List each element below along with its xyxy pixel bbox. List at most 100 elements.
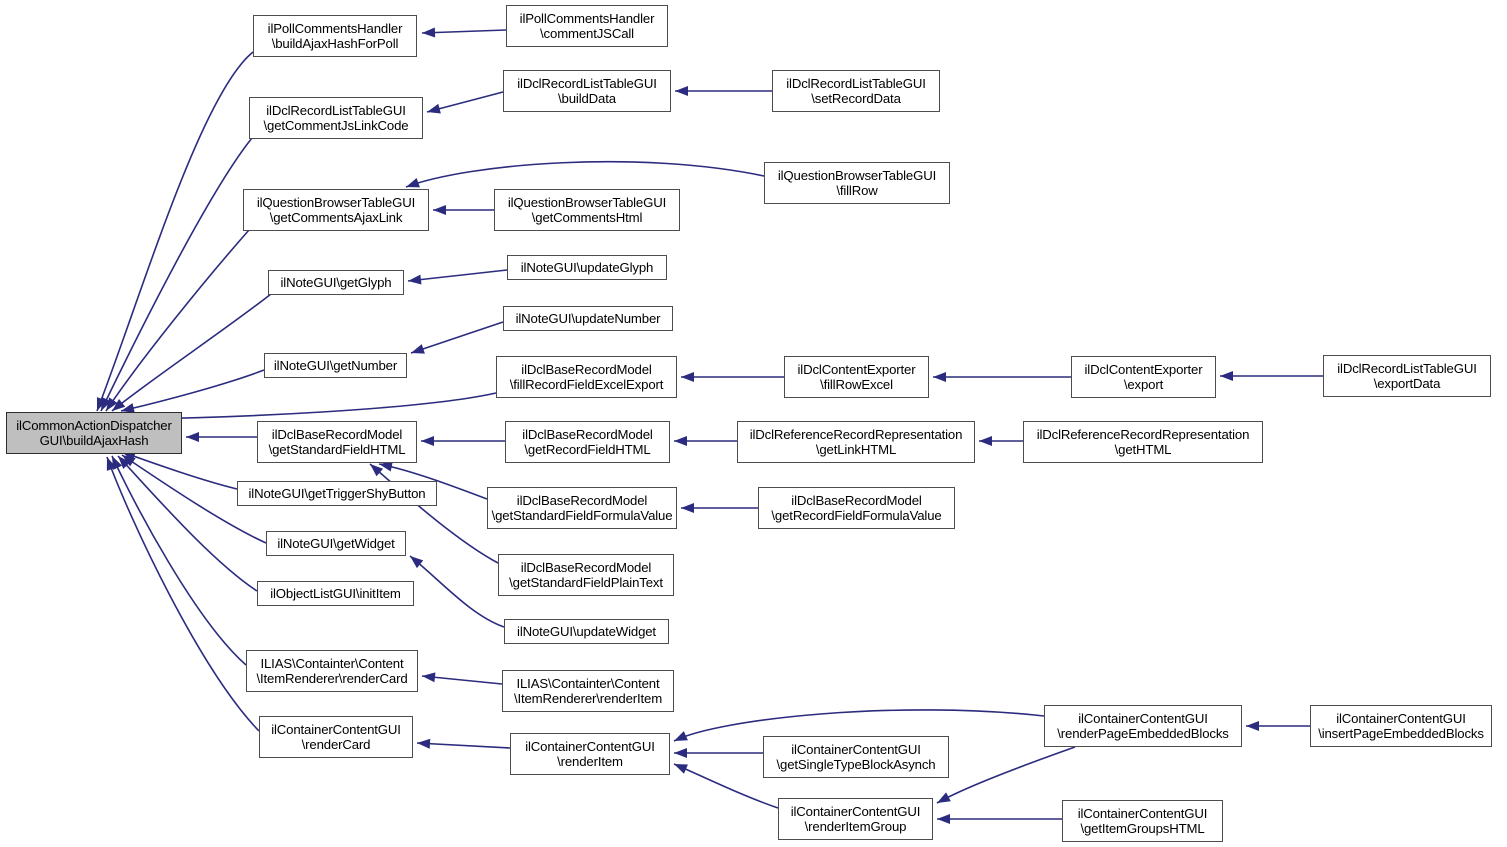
graph-node[interactable]: ilDclContentExporter\fillRowExcel — [784, 356, 929, 398]
graph-node[interactable]: ilDclBaseRecordModel\getStandardFieldHTM… — [257, 421, 417, 463]
call-edge — [111, 293, 272, 412]
graph-node[interactable]: ilDclRecordListTableGUI\setRecordData — [772, 70, 940, 112]
graph-node[interactable]: ilDclRecordListTableGUI\getCommentJsLink… — [249, 97, 423, 139]
graph-node[interactable]: ilContainerContentGUI\getSingleTypeBlock… — [763, 736, 949, 778]
graph-node[interactable]: ILIAS\Containter\Content\ItemRenderer\re… — [502, 670, 674, 712]
graph-node[interactable]: ilDclReferenceRecordRepresentation\getLi… — [737, 421, 975, 463]
graph-node[interactable]: ILIAS\Containter\Content\ItemRenderer\re… — [246, 650, 418, 692]
graph-node[interactable]: ilNoteGUI\updateNumber — [503, 306, 673, 331]
graph-node-label-line1: ilNoteGUI\getGlyph — [280, 274, 392, 290]
graph-node-label-line1: ilQuestionBrowserTableGUI — [507, 194, 667, 210]
graph-node-label-line1: ilNoteGUI\updateNumber — [515, 310, 661, 326]
graph-node[interactable]: ilContainerContentGUI\renderCard — [259, 716, 413, 758]
graph-node-label-line1: ilContainerContentGUI — [790, 803, 921, 819]
call-edge-arrowhead — [1246, 721, 1259, 731]
call-edge-arrowhead — [674, 436, 687, 446]
graph-node-label-line2: \buildAjaxHashForPoll — [271, 36, 399, 51]
call-edge — [409, 555, 505, 628]
graph-node[interactable]: ilQuestionBrowserTableGUI\fillRow — [764, 162, 950, 204]
graph-node-label-line2: \renderPageEmbeddedBlocks — [1057, 726, 1229, 741]
call-edge-arrowhead — [106, 397, 118, 411]
call-edge-arrowhead — [370, 464, 384, 477]
graph-node[interactable]: ilNoteGUI\updateWidget — [504, 619, 669, 644]
graph-node[interactable]: ilNoteGUI\getNumber — [264, 353, 407, 378]
graph-node-label-line2: \fillRowExcel — [820, 377, 893, 392]
graph-node[interactable]: ilQuestionBrowserTableGUI\getCommentsAja… — [243, 189, 429, 231]
graph-node-label-line2: \getStandardFieldFormulaValue — [491, 508, 673, 523]
graph-node-label-line2: \getLinkHTML — [815, 442, 897, 457]
graph-node-label-line1: ilDclReferenceRecordRepresentation — [1036, 426, 1250, 442]
call-edge-arrowhead — [675, 86, 688, 96]
graph-node-label-line1: ilDclBaseRecordModel — [791, 492, 922, 508]
graph-node-label-line1: ilNoteGUI\updateGlyph — [520, 259, 654, 275]
graph-node[interactable]: ilNoteGUI\getGlyph — [268, 270, 404, 295]
graph-node-label-line2: \exportData — [1373, 376, 1441, 391]
graph-node[interactable]: ilDclBaseRecordModel\fillRecordFieldExce… — [496, 356, 677, 398]
graph-node-label-line1: ilDclContentExporter — [797, 361, 916, 377]
graph-node-label-line1: ilPollCommentsHandler — [519, 10, 655, 26]
call-edge-arrowhead — [1220, 371, 1233, 381]
graph-node-label-line1: ILIAS\Containter\Content — [260, 655, 404, 671]
graph-node[interactable]: ilDclBaseRecordModel\getStandardFieldPla… — [498, 554, 674, 596]
call-edge — [106, 456, 260, 732]
graph-node[interactable]: ilNoteGUI\getWidget — [266, 531, 406, 556]
call-edge-arrowhead — [408, 274, 422, 285]
call-edge — [96, 51, 254, 412]
graph-node-label-line1: ilDclRecordListTableGUI — [1337, 360, 1477, 376]
graph-node-label-line2: \renderCard — [301, 737, 371, 752]
call-edge-arrowhead — [933, 372, 946, 382]
graph-node-label-line1: ilDclContentExporter — [1084, 361, 1203, 377]
call-edge — [121, 454, 267, 544]
graph-node[interactable]: ilDclRecordListTableGUI\exportData — [1323, 355, 1491, 397]
graph-node-label-line1: ilContainerContentGUI — [791, 741, 921, 757]
call-edge — [117, 455, 258, 592]
graph-node-label-line1: ilObjectListGUI\initItem — [270, 585, 401, 601]
call-edge — [407, 269, 508, 282]
graph-node[interactable]: ilDclRecordListTableGUI\buildData — [503, 70, 671, 112]
call-edge-arrowhead — [937, 792, 951, 803]
graph-node[interactable]: ilNoteGUI\getTriggerShyButton — [237, 481, 437, 506]
graph-node[interactable]: ilDclBaseRecordModel\getStandardFieldFor… — [487, 487, 677, 529]
graph-node-label-line1: ilPollCommentsHandler — [267, 20, 403, 36]
graph-node-label-line2: \getCommentsAjaxLink — [269, 210, 403, 225]
graph-node[interactable]: ilDclReferenceRecordRepresentation\getHT… — [1023, 421, 1263, 463]
call-edge — [426, 91, 504, 113]
graph-node-label-line1: ilQuestionBrowserTableGUI — [256, 194, 416, 210]
graph-node[interactable]: ilPollCommentsHandler\commentJSCall — [506, 5, 668, 47]
graph-node[interactable]: ilPollCommentsHandler\buildAjaxHashForPo… — [253, 15, 417, 57]
graph-node[interactable]: ilQuestionBrowserTableGUI\getCommentsHtm… — [494, 189, 680, 231]
graph-node[interactable]: ilContainerContentGUI\renderItemGroup — [778, 798, 933, 840]
graph-node-label-line1: ilContainerContentGUI — [1336, 710, 1466, 726]
graph-node[interactable]: ilObjectListGUI\initItem — [257, 581, 414, 606]
graph-node-label-line1: ilDclBaseRecordModel — [522, 426, 653, 442]
graph-node[interactable]: ilContainerContentGUI\renderItem — [510, 733, 670, 775]
graph-node[interactable]: ilNoteGUI\updateGlyph — [507, 255, 667, 280]
graph-node-label-line2: \insertPageEmbeddedBlocks — [1318, 726, 1484, 741]
graph-node[interactable]: ilDclBaseRecordModel\getRecordFieldFormu… — [758, 487, 955, 529]
call-edge — [369, 463, 499, 564]
graph-node-label-line1: ilNoteGUI\updateWidget — [517, 623, 656, 639]
graph-node-label-line1: ilNoteGUI\getTriggerShyButton — [248, 485, 426, 501]
graph-node-label-line1: ilDclRecordListTableGUI — [786, 75, 926, 91]
graph-node[interactable]: ilContainerContentGUI\insertPageEmbedded… — [1310, 705, 1492, 747]
graph-node-label-line2: \getCommentsHtml — [531, 210, 643, 225]
graph-node-label-line2: \ItemRenderer\renderItem — [513, 691, 663, 706]
call-edge-arrowhead — [106, 457, 117, 471]
graph-node-label-line1: ILIAS\Containter\Content — [516, 675, 660, 691]
graph-node[interactable]: ilDclContentExporter\export — [1071, 356, 1216, 398]
call-edge-arrowhead — [422, 672, 436, 683]
graph-node[interactable]: ilContainerContentGUI\getItemGroupsHTML — [1062, 800, 1223, 842]
graph-node[interactable]: ilDclBaseRecordModel\getRecordFieldHTML — [505, 421, 670, 463]
graph-node-label-line1: ilContainerContentGUI — [271, 721, 401, 737]
call-edge-arrowhead — [422, 27, 436, 38]
call-edge — [421, 29, 507, 34]
call-edge-arrowhead — [122, 455, 136, 467]
call-edge-arrowhead — [121, 403, 135, 413]
call-edge — [129, 392, 497, 420]
graph-node-label-line1: ilDclReferenceRecordRepresentation — [749, 426, 963, 442]
graph-node[interactable]: ilContainerContentGUI\renderPageEmbedded… — [1044, 705, 1242, 747]
graph-node-label-line1: ilDclBaseRecordModel — [520, 559, 652, 575]
graph-node-label-line2: \getRecordFieldHTML — [524, 442, 651, 457]
